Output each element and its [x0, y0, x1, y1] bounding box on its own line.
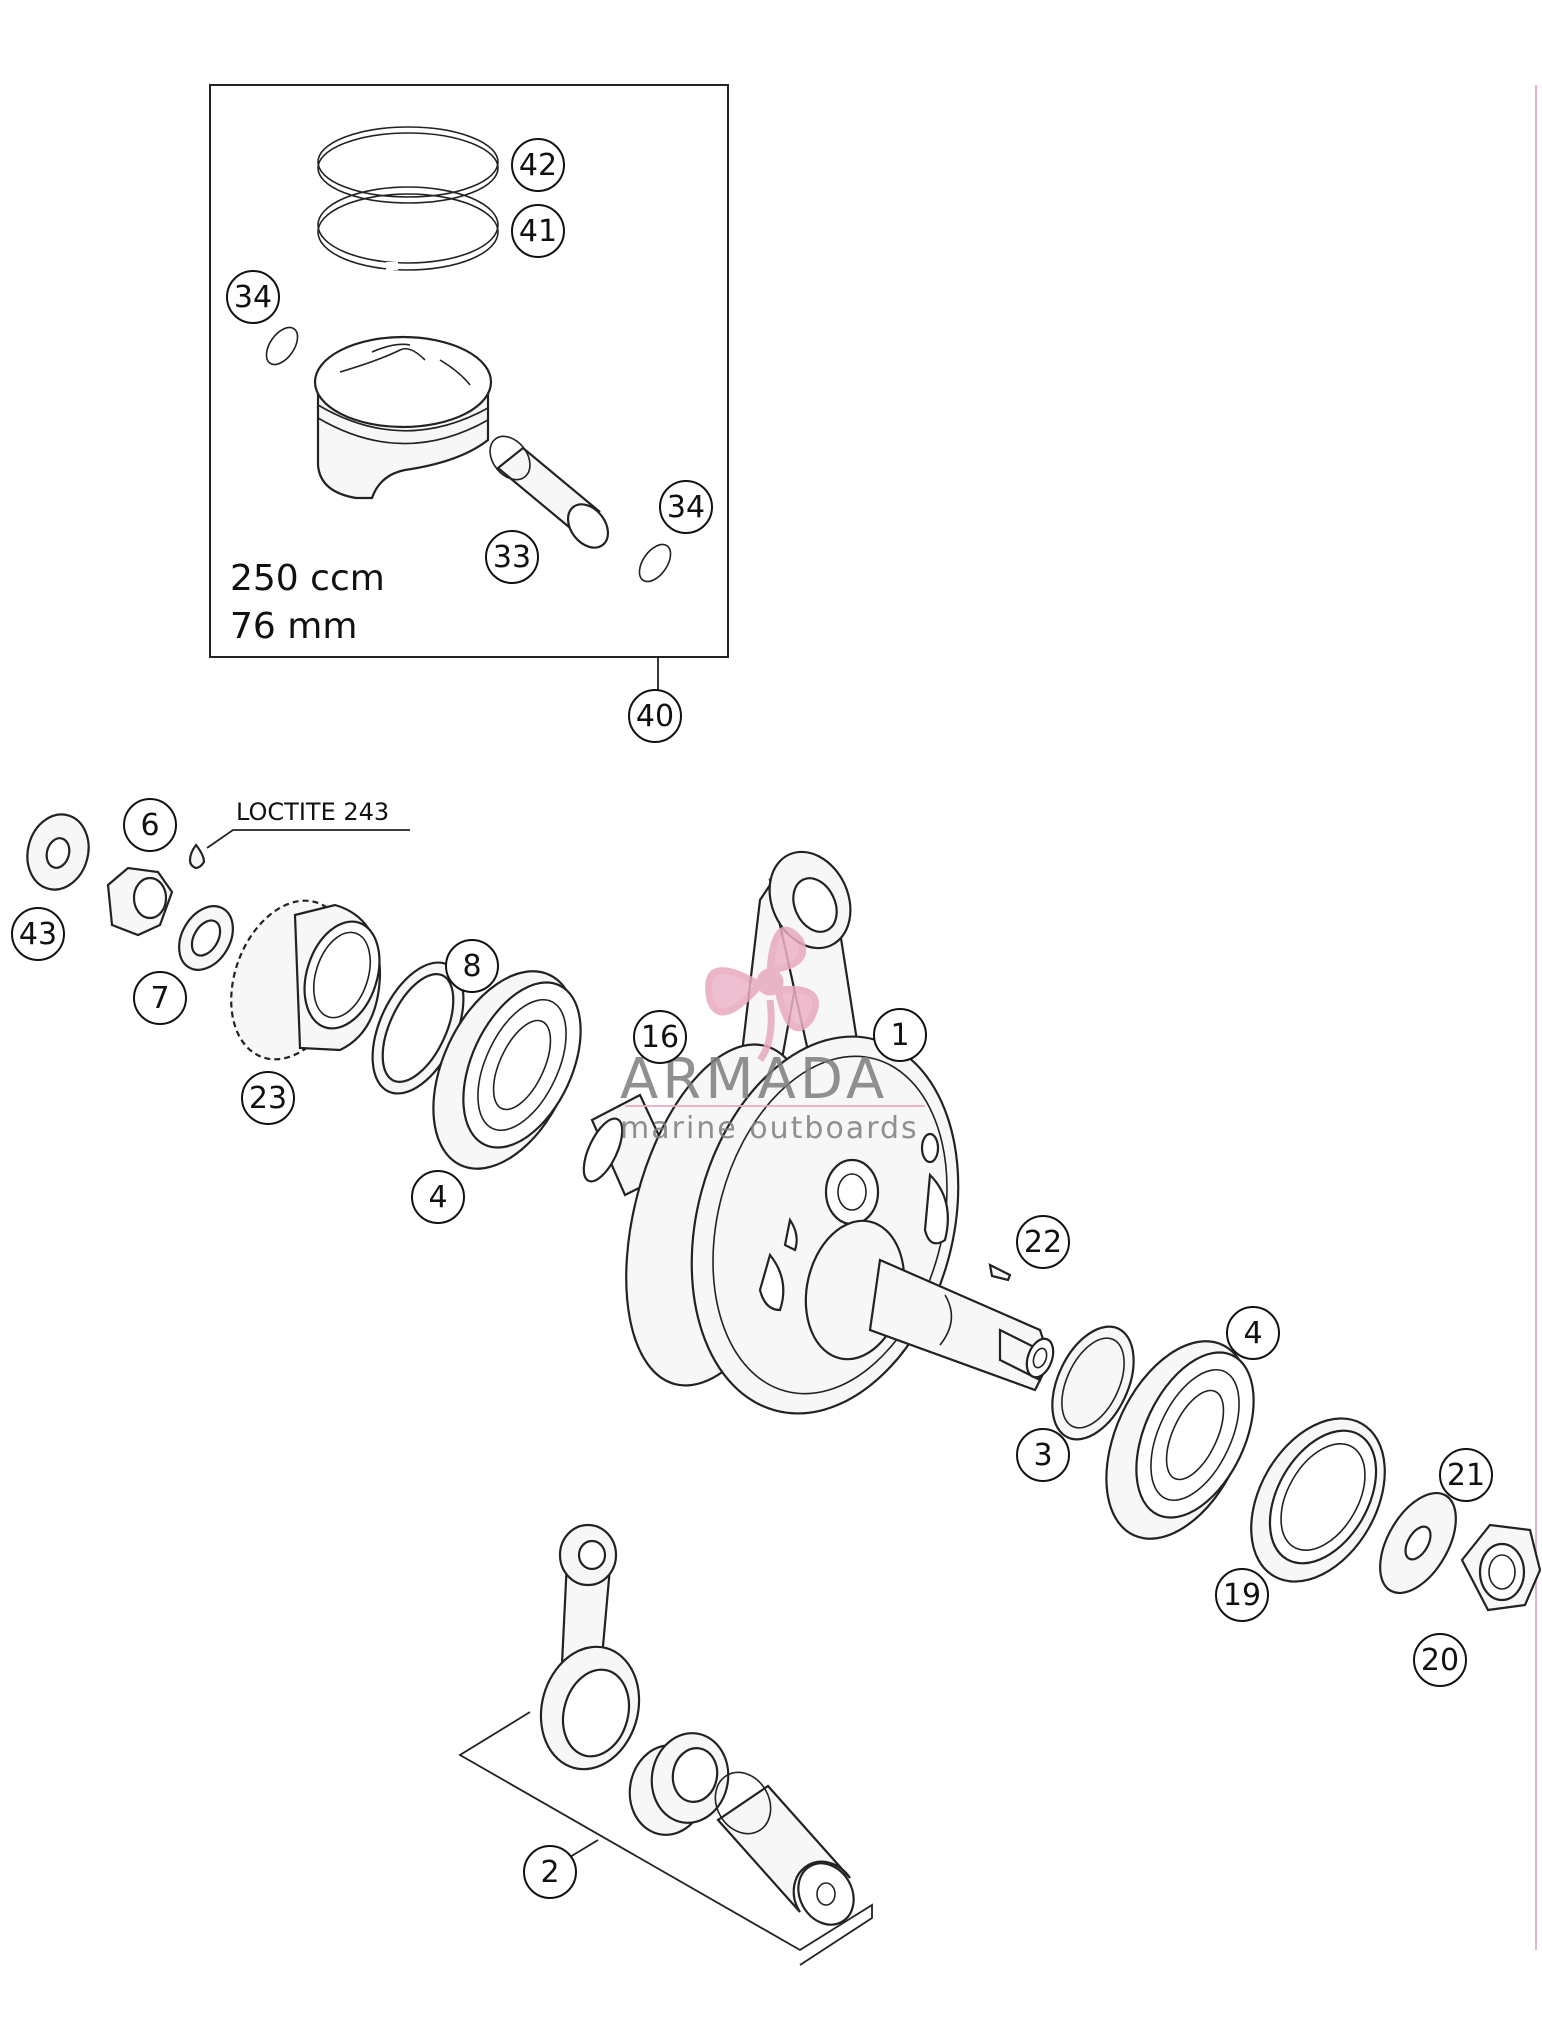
callout-33: 33	[485, 530, 539, 584]
callout-40: 40	[628, 689, 682, 743]
callout-40-text: 40	[636, 699, 674, 734]
nut-6	[106, 866, 174, 937]
piston-ring-42	[317, 126, 499, 204]
callout-6-text: 6	[140, 808, 159, 843]
callout-20-text: 20	[1421, 1643, 1459, 1678]
piston-kit-frame	[209, 84, 729, 658]
piston-displacement: 250 ccm	[230, 558, 385, 599]
callout-4-left: 4	[411, 1170, 465, 1224]
piston-ring-41	[317, 186, 499, 271]
shim-3	[1051, 1325, 1135, 1441]
callout-2: 2	[523, 1845, 577, 1899]
callout-16: 16	[633, 1010, 687, 1064]
circlip-left	[265, 326, 299, 366]
callout-1-text: 1	[890, 1018, 909, 1053]
callout-19: 19	[1215, 1568, 1269, 1622]
callout-2-text: 2	[540, 1855, 559, 1890]
callout-34-right-text: 34	[667, 490, 705, 525]
propeller-logo-icon	[705, 926, 819, 1063]
callout-8-text: 8	[462, 949, 481, 984]
bearing-4-right	[1105, 1340, 1255, 1540]
callout-23-text: 23	[249, 1081, 287, 1116]
piston-bore: 76 mm	[230, 606, 357, 647]
piston-pin	[489, 435, 610, 549]
armada-watermark: ARMADA marine outboards	[620, 926, 925, 1146]
loctite-leader	[206, 829, 410, 849]
callout-23: 23	[241, 1071, 295, 1125]
watermark-tagline: marine outboards	[620, 1111, 919, 1146]
callout-33-text: 33	[493, 540, 531, 575]
callout-16-text: 16	[641, 1020, 679, 1055]
callout-34-left: 34	[226, 270, 280, 324]
callout-42: 42	[511, 138, 565, 192]
callout-41-text: 41	[519, 214, 557, 249]
callout-7-text: 7	[150, 981, 169, 1016]
piston-kit-group: 250 ccm 76 mm	[209, 84, 729, 692]
callout-19-text: 19	[1223, 1578, 1261, 1613]
callout-43-text: 43	[19, 917, 57, 952]
callout-22-text: 22	[1024, 1225, 1062, 1260]
callout-3: 3	[1016, 1428, 1070, 1482]
callout-4-left-text: 4	[428, 1180, 447, 1215]
callout-1: 1	[873, 1008, 927, 1062]
loctite-note: LOCTITE 243	[236, 798, 389, 826]
callout-20: 20	[1413, 1633, 1467, 1687]
callout-4-right-text: 4	[1243, 1316, 1262, 1351]
callout-22: 22	[1016, 1215, 1070, 1269]
callout-34-left-text: 34	[234, 280, 272, 315]
circlip-right	[638, 543, 672, 583]
callout-21: 21	[1439, 1448, 1493, 1502]
piston	[313, 335, 493, 500]
callout-6: 6	[123, 798, 177, 852]
callout-4-right: 4	[1226, 1306, 1280, 1360]
washer-43	[26, 813, 90, 891]
callout-41: 41	[511, 204, 565, 258]
lock-washer-7	[178, 905, 234, 971]
conrod-kit-group	[458, 1523, 873, 1966]
bearing-4-left	[432, 970, 582, 1170]
callout-42-text: 42	[519, 148, 557, 183]
callout-3-text: 3	[1033, 1438, 1052, 1473]
seal-19	[1250, 1417, 1386, 1583]
callout-7: 7	[133, 971, 187, 1025]
callout-43: 43	[11, 907, 65, 961]
gear-23	[230, 899, 382, 1061]
callout-8: 8	[445, 939, 499, 993]
woodruff-key-22	[988, 1263, 1012, 1282]
loctite-drop	[188, 843, 206, 870]
callout-21-text: 21	[1447, 1458, 1485, 1493]
washer-21	[1379, 1491, 1457, 1595]
callout-34-right: 34	[659, 480, 713, 534]
nut-20	[1460, 1523, 1542, 1612]
